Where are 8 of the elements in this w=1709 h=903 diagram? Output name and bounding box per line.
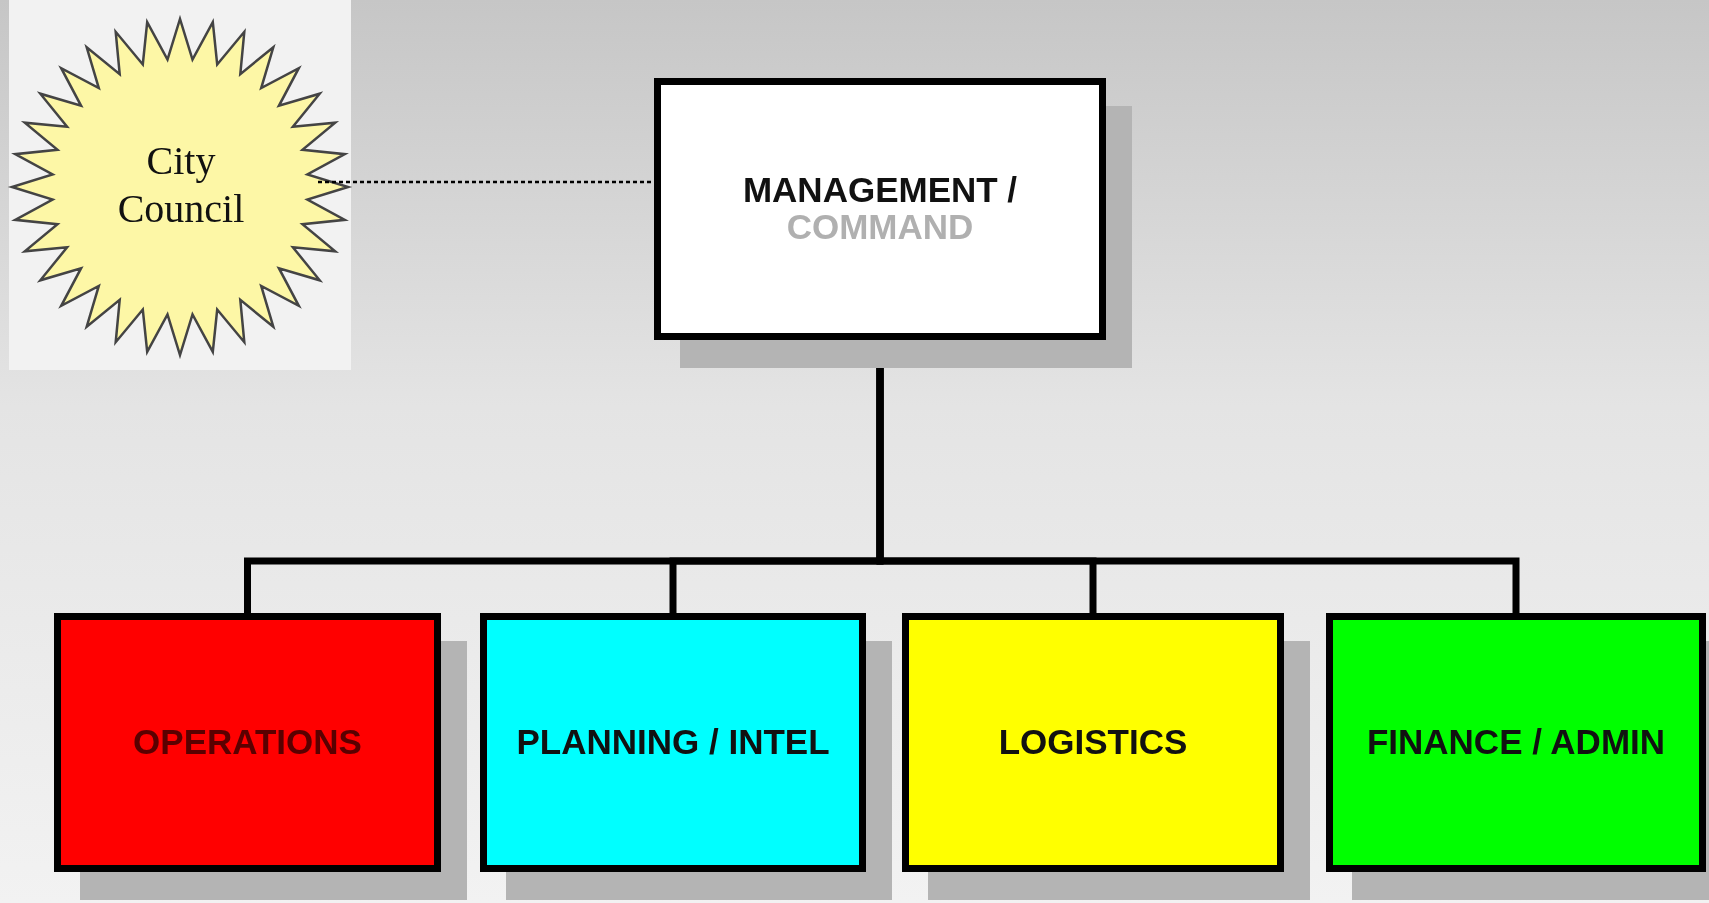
box-label: OPERATIONS [133,724,362,761]
box-label: LOGISTICS [998,724,1188,761]
box-label: MANAGEMENT / [742,172,1018,209]
council-label: City Council [116,137,246,233]
box-label: FINANCE / ADMIN [1366,724,1666,761]
box-label: COMMAND [786,209,974,246]
box-label: PLANNING / INTEL [516,724,830,761]
dotted-connector [318,180,654,184]
